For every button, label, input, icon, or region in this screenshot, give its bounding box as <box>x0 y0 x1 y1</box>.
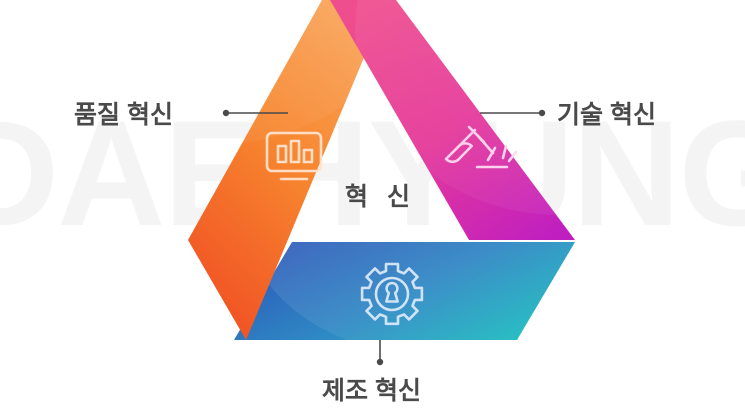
monitor-bar-chart-icon <box>265 131 323 181</box>
connector-quality <box>222 109 288 117</box>
gear-keyhole-icon <box>360 262 424 326</box>
connector-manufacturing <box>376 340 384 366</box>
label-manufacturing-innovation[interactable]: 제조 혁신 <box>322 377 421 405</box>
connector-technology <box>480 109 546 117</box>
label-technology-innovation[interactable]: 기술 혁신 <box>557 101 656 129</box>
welding-torch-icon <box>444 125 518 169</box>
label-quality-innovation[interactable]: 품질 혁신 <box>74 101 173 129</box>
label-center-innovation: 혁 신 <box>345 183 416 211</box>
band-manufacturing[interactable] <box>234 55 620 355</box>
